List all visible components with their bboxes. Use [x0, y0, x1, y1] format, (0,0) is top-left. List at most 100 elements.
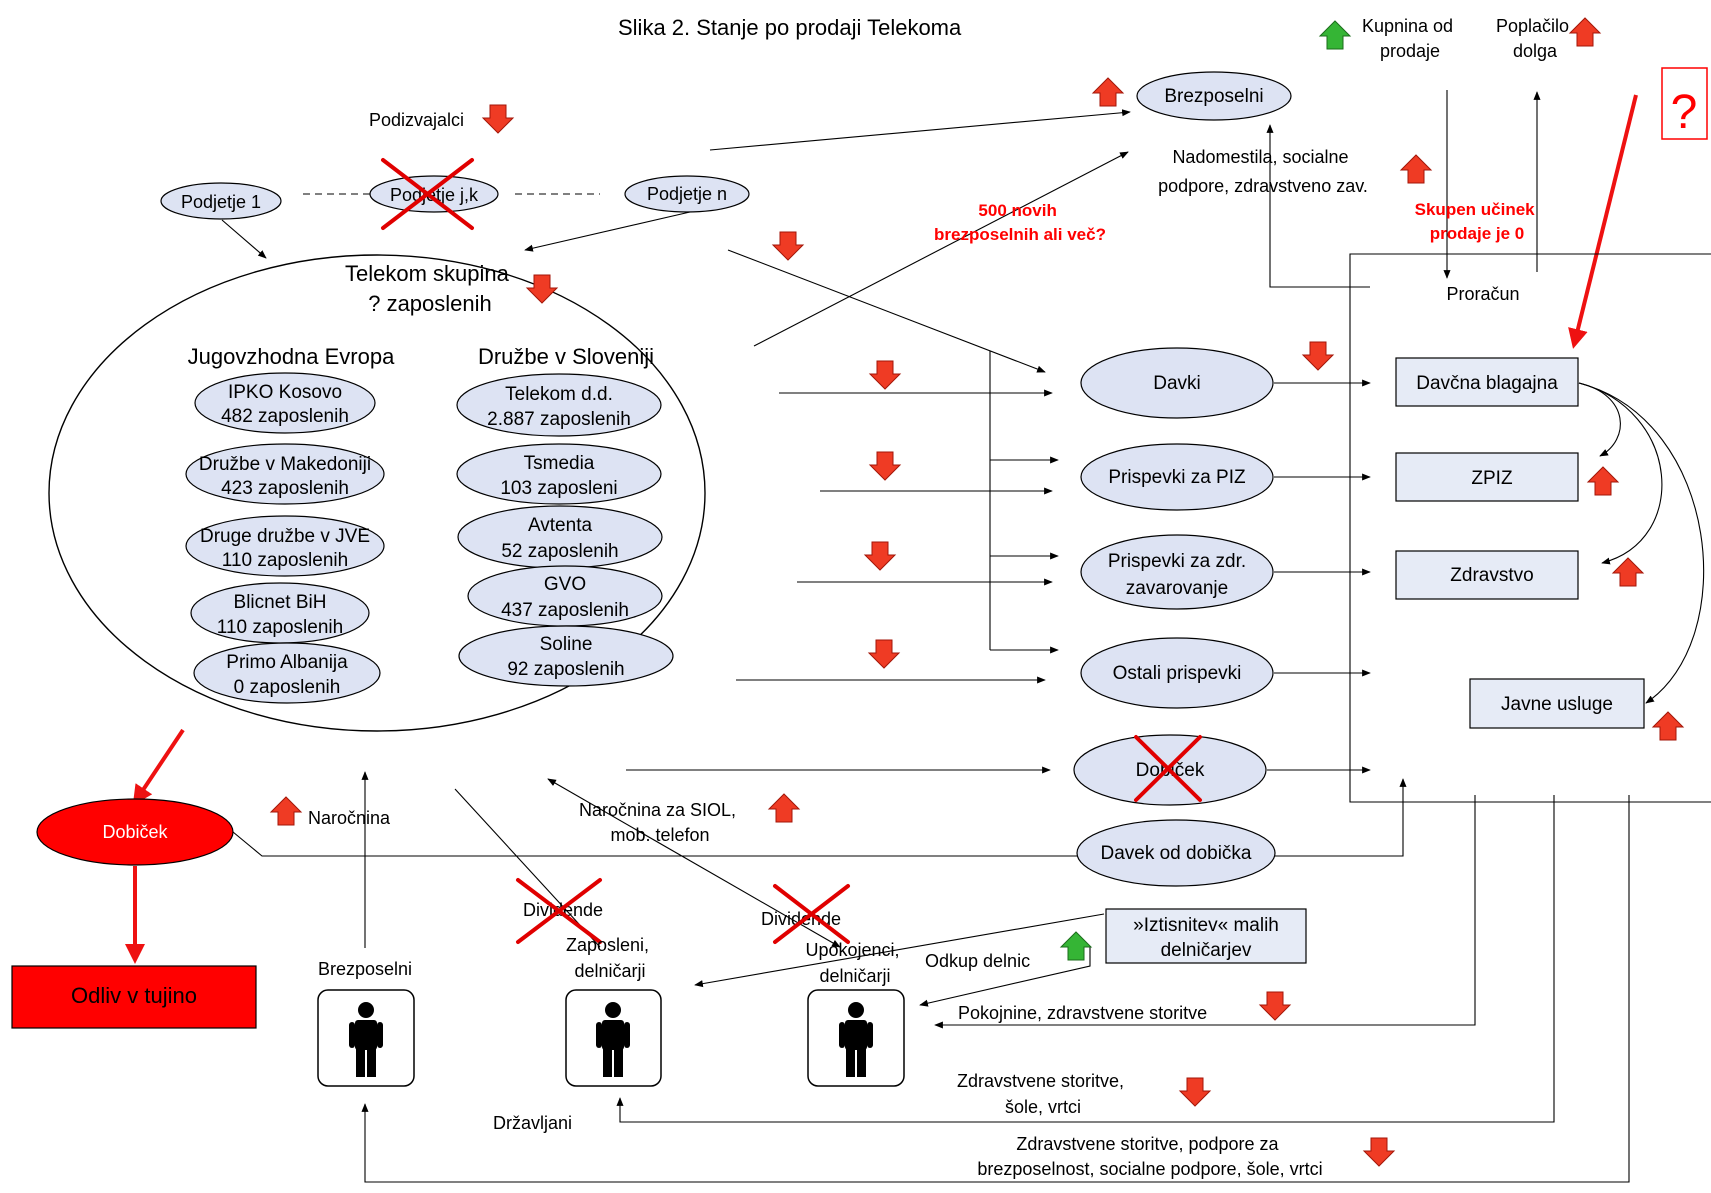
- podizvajalci-label: Podizvajalci: [369, 110, 464, 130]
- svg-text:Davki: Davki: [1153, 373, 1201, 394]
- brezposelni-person-label: Brezposelni: [318, 959, 412, 979]
- brezposelni-person: [317, 989, 415, 1087]
- svg-text:ZPIZ: ZPIZ: [1471, 468, 1513, 489]
- pokojnine-label: Pokojnine, zdravstvene storitve: [958, 1003, 1207, 1023]
- diagram-title: Slika 2. Stanje po prodaji Telekoma: [618, 15, 962, 40]
- podjetje-jk-ellipse: [369, 175, 499, 213]
- arrow-down-icon: [1259, 991, 1291, 1021]
- zaposleni-person: [565, 989, 662, 1087]
- slo-item: Telekom d.d.2.887 zaposlenih: [456, 373, 662, 437]
- arrow-down-icon: [482, 104, 514, 134]
- javne-usluge-box: Javne usluge: [1469, 678, 1645, 729]
- arrow-down-icon: [772, 231, 804, 261]
- svg-text:Davčna blagajna: Davčna blagajna: [1416, 373, 1558, 394]
- arrow-up-icon: [1587, 466, 1619, 496]
- drzavljani-label: Državljani: [493, 1113, 572, 1133]
- dividende-label-2: Dividende: [761, 909, 841, 929]
- upokojenci-label: Upokojenci, delničarji: [805, 940, 904, 986]
- arrow-down-icon: [869, 360, 901, 390]
- proracun-label: Proračun: [1446, 284, 1519, 304]
- arrow-down-icon: [1363, 1137, 1395, 1167]
- zdravstvo-box: Zdravstvo: [1395, 550, 1579, 600]
- podjetje-1-ellipse: [160, 182, 282, 220]
- odliv-box: Odliv v tujino: [11, 965, 257, 1029]
- davki-node: Davki: [1080, 347, 1274, 419]
- zaposleni-label: Zaposleni, delničarji: [566, 935, 654, 981]
- zdravstvene2-label: Zdravstvene storitve, podpore za brezpos…: [977, 1134, 1322, 1179]
- zdravstvene1-label: Zdravstvene storitve, šole, vrtci: [957, 1071, 1129, 1117]
- davek-dobicka-node: Davek od dobička: [1076, 819, 1276, 887]
- left-dobicek: Dobiček: [36, 798, 234, 866]
- ostali-node: Ostali prispevki: [1080, 637, 1274, 709]
- arrow-up-green-icon: [1060, 931, 1092, 961]
- piz-node: Prispevki za PIZ: [1080, 443, 1274, 511]
- svg-text:Davek od dobička: Davek od dobička: [1100, 843, 1251, 864]
- odkup-label: Odkup delnic: [925, 951, 1030, 971]
- davcna-blagajna-box: Davčna blagajna: [1395, 357, 1579, 407]
- telekom-title: Telekom skupina ? zaposlenih: [345, 261, 515, 316]
- arrow-up-icon: [1612, 557, 1644, 587]
- brezposelni-top-label: Brezposelni: [1164, 86, 1263, 107]
- skupen-ucinek-label: Skupen učinek prodaje je 0: [1415, 200, 1540, 243]
- arrow-up-icon: [1652, 711, 1684, 741]
- podjetje-1-label: Podjetje 1: [181, 192, 261, 212]
- slo-header: Družbe v Sloveniji: [478, 344, 654, 369]
- arrow-down-icon: [864, 541, 896, 571]
- zpiz-box: ZPIZ: [1395, 452, 1579, 502]
- svg-text:Ostali prispevki: Ostali prispevki: [1113, 663, 1242, 684]
- novih-brezposelnih-label: 500 novih brezposelnih ali več?: [934, 201, 1106, 244]
- kupnina-label: Kupnina od prodaje: [1362, 16, 1458, 61]
- arrow-up-icon: [1400, 154, 1432, 184]
- svg-text:Javne usluge: Javne usluge: [1501, 694, 1613, 715]
- question-mark: ?: [1671, 86, 1698, 139]
- arrow-down-icon: [869, 451, 901, 481]
- narocnina-siol-label: Naročnina za SIOL, mob. telefon: [579, 800, 741, 845]
- upokojenci-person: [807, 989, 905, 1087]
- arrow-up-icon: [270, 796, 302, 826]
- jve-header: Jugovzhodna Evropa: [188, 344, 395, 369]
- svg-text:Prispevki za PIZ: Prispevki za PIZ: [1108, 467, 1246, 488]
- podjetje-n-ellipse: [624, 175, 750, 213]
- svg-text:Dobiček: Dobiček: [102, 822, 168, 842]
- poplacilo-label: Poplačilo dolga: [1496, 16, 1574, 61]
- question-box: [1661, 67, 1708, 140]
- arrow-down-icon: [1302, 341, 1334, 371]
- podjetje-n-label: Podjetje n: [647, 184, 727, 204]
- svg-text:Zdravstvo: Zdravstvo: [1450, 565, 1533, 586]
- dobicek-node: Dobiček: [1073, 734, 1267, 806]
- arrow-down-icon: [1179, 1077, 1211, 1107]
- arrow-up-green-icon: [1319, 20, 1351, 50]
- svg-text:Prispevki za zdr.zavarovanje: Prispevki za zdr.zavarovanje: [1108, 551, 1246, 599]
- podjetje-jk-label: Podjetje j,k: [390, 185, 479, 205]
- arrow-up-icon: [768, 793, 800, 823]
- arrow-down-icon: [868, 639, 900, 669]
- arrow-up-icon: [1092, 77, 1124, 107]
- brezposelni-top-ellipse: [1136, 71, 1292, 121]
- svg-text:Telekom d.d.2.887 zaposlenih: Telekom d.d.2.887 zaposlenih: [487, 384, 631, 430]
- svg-text:Odliv v tujino: Odliv v tujino: [71, 983, 197, 1008]
- narocnina-label: Naročnina: [308, 808, 391, 828]
- arrow-up-icon: [1569, 17, 1601, 47]
- zdr-node: Prispevki za zdr.zavarovanje: [1080, 534, 1274, 610]
